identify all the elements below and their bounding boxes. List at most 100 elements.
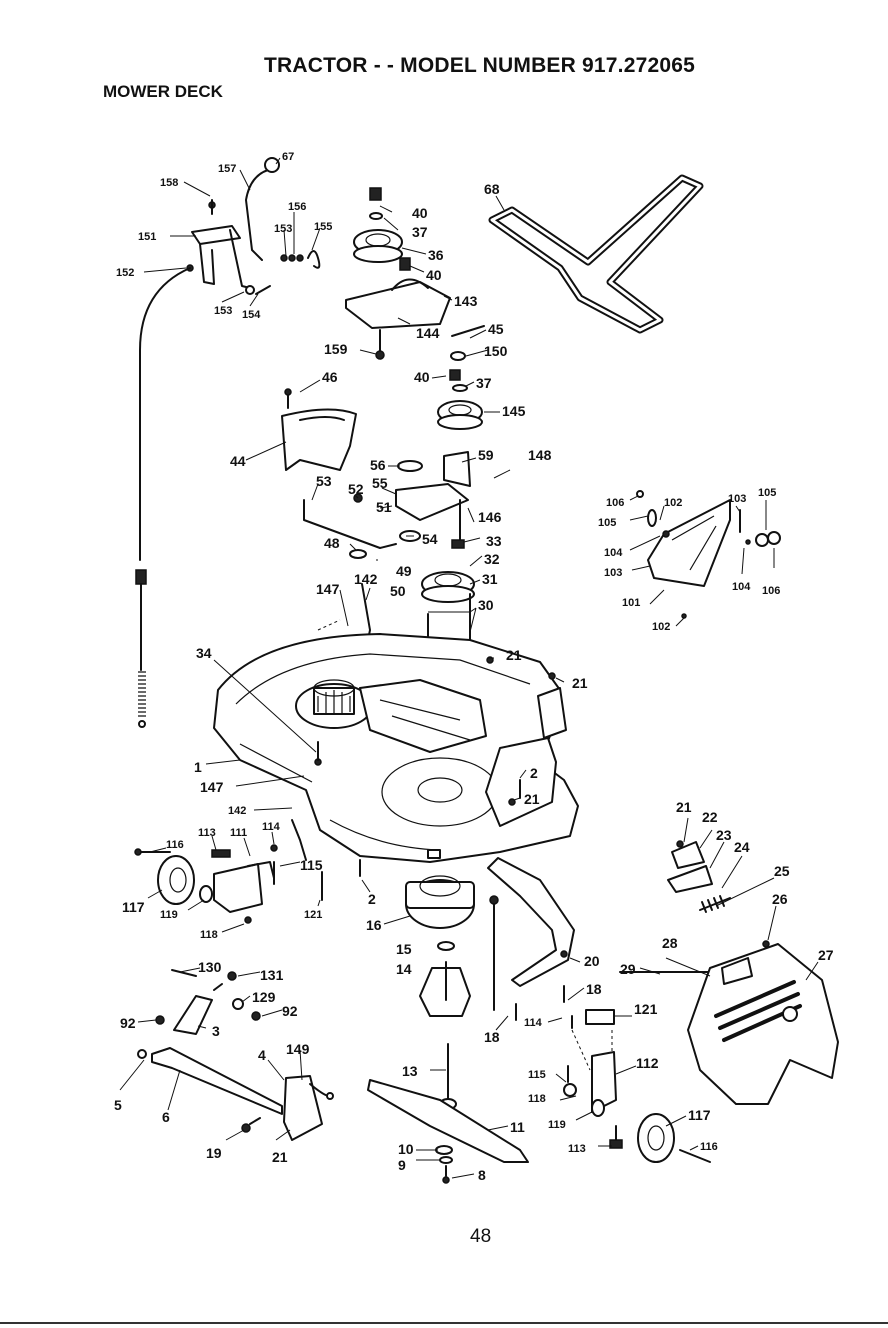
callout-2-upper: 2 [530,765,538,781]
callout-102-top: 102 [664,497,682,509]
callout-149: 149 [286,1041,310,1057]
callout-10: 10 [398,1141,414,1157]
callout-16: 16 [366,917,382,933]
callout-22: 22 [702,809,718,825]
callout-130: 130 [198,959,222,975]
callout-105-left: 105 [598,517,616,529]
callout-115-right: 115 [528,1069,546,1081]
callout-129: 129 [252,989,276,1005]
callout-19: 19 [206,1145,222,1161]
callout-144: 144 [416,325,440,341]
callout-150: 150 [484,343,508,359]
callout-51: 51 [376,499,392,515]
callout-40-mid: 40 [426,267,442,283]
callout-1: 1 [194,759,202,775]
callout-34: 34 [196,645,212,661]
callout-25: 25 [774,863,790,879]
drive-belt [488,174,704,334]
callout-20: 20 [584,953,600,969]
callout-157: 157 [218,163,236,175]
callout-29: 29 [620,961,636,977]
callout-30: 30 [478,597,494,613]
callout-156: 156 [288,201,306,213]
callout-121-left: 121 [304,909,322,921]
callout-145: 145 [502,403,526,419]
callout-24: 24 [734,839,750,855]
callout-106-right: 106 [762,585,780,597]
callout-142-upper: 142 [354,571,378,587]
callout-147-upper: 147 [316,581,340,597]
callout-6: 6 [162,1109,170,1125]
callout-2-lower: 2 [368,891,376,907]
deck-hanger-assembly [137,969,334,1141]
callout-119-left: 119 [160,909,178,921]
callout-18-left: 18 [484,1029,500,1045]
callout-33: 33 [486,533,502,549]
callout-9: 9 [398,1157,406,1173]
callout-59: 59 [478,447,494,463]
callout-27: 27 [818,947,834,963]
callout-labels: 158 157 67 151 156 153 155 152 153 154 4… [114,151,834,1183]
discharge-chute [619,840,839,1105]
callout-21-b: 21 [572,675,588,691]
front-gauge-wheel-assembly [134,819,361,924]
callout-154: 154 [242,309,261,321]
section-title: MOWER DECK [103,82,223,101]
callout-118-right: 118 [528,1093,546,1105]
callout-18-right: 18 [586,981,602,997]
callout-13: 13 [402,1063,418,1079]
callout-31: 31 [482,571,498,587]
callout-117-right: 117 [688,1107,711,1123]
callout-14: 14 [396,961,412,977]
belt-guard [281,388,357,471]
callout-114-left: 114 [262,821,281,833]
callout-112: 112 [636,1055,659,1071]
callout-117-left: 117 [122,899,145,915]
callout-106-top: 106 [606,497,624,509]
callout-21-a: 21 [506,647,522,663]
callout-46: 46 [322,369,338,385]
callout-131: 131 [260,967,284,983]
deck-lift-cable [135,267,191,728]
callout-146: 146 [478,509,502,525]
callout-143: 143 [454,293,478,309]
callout-4: 4 [258,1047,266,1063]
callout-153: 153 [274,223,292,235]
callout-32: 32 [484,551,500,567]
callout-49: 49 [396,563,412,579]
stabilizer-arm [487,857,711,1163]
callout-37-low: 37 [476,375,492,391]
callout-55: 55 [372,475,388,491]
callout-158: 158 [160,177,178,189]
callout-113-left: 113 [198,827,216,839]
callout-8: 8 [478,1167,486,1183]
callout-114-right: 114 [524,1017,543,1029]
callout-28: 28 [662,935,678,951]
callout-21-d: 21 [676,799,692,815]
callout-152: 152 [116,267,134,279]
callout-105-right: 105 [758,487,776,499]
callout-111: 111 [230,827,247,839]
callout-115-left: 115 [300,857,323,873]
callout-118-left: 118 [200,929,218,941]
callout-53: 53 [316,473,332,489]
callout-153-lower: 153 [214,305,232,317]
callout-159: 159 [324,341,348,357]
callout-104-right: 104 [732,581,751,593]
idler-pulley-stack [345,187,485,430]
callout-5: 5 [114,1097,122,1113]
callout-142-lower: 142 [228,805,246,817]
callout-67: 67 [282,151,294,163]
callout-40-low: 40 [414,369,430,385]
callout-52: 52 [348,481,364,497]
callout-155: 155 [314,221,332,233]
callout-leaders [119,157,819,1179]
callout-102-bottom: 102 [652,621,670,633]
callout-92-right: 92 [282,1003,298,1019]
callout-151: 151 [138,231,156,243]
callout-45: 45 [488,321,504,337]
callout-11: 11 [510,1119,525,1135]
callout-119-right: 119 [548,1119,566,1131]
callout-104-left: 104 [604,547,623,559]
